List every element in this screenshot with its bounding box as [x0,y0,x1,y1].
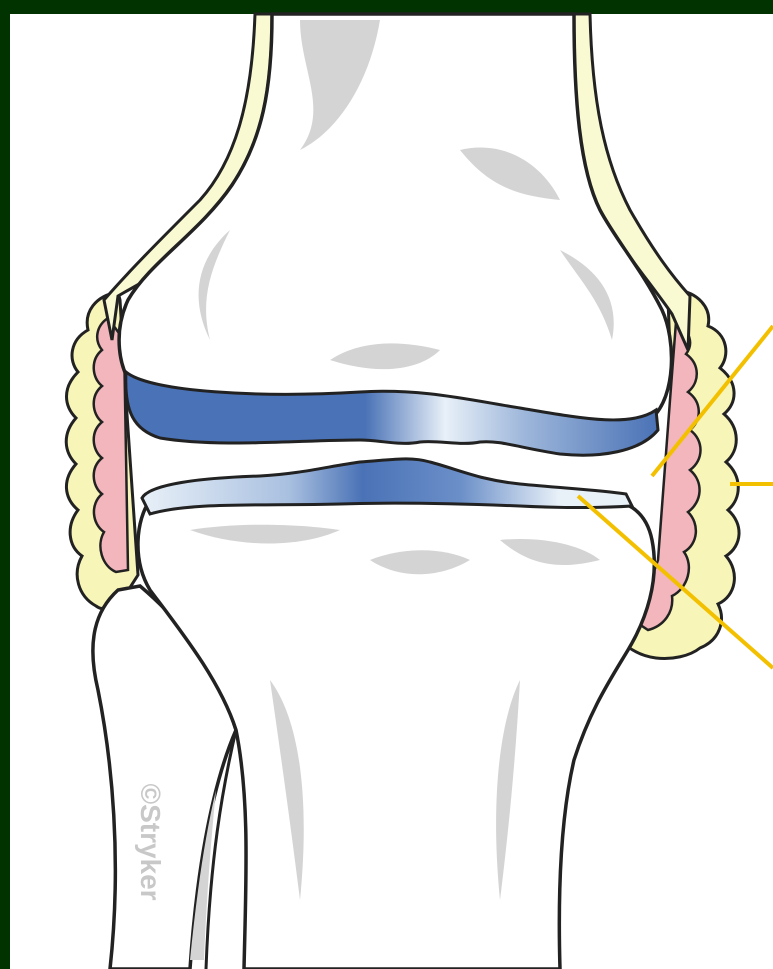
watermark: ©Stryker [135,783,166,900]
